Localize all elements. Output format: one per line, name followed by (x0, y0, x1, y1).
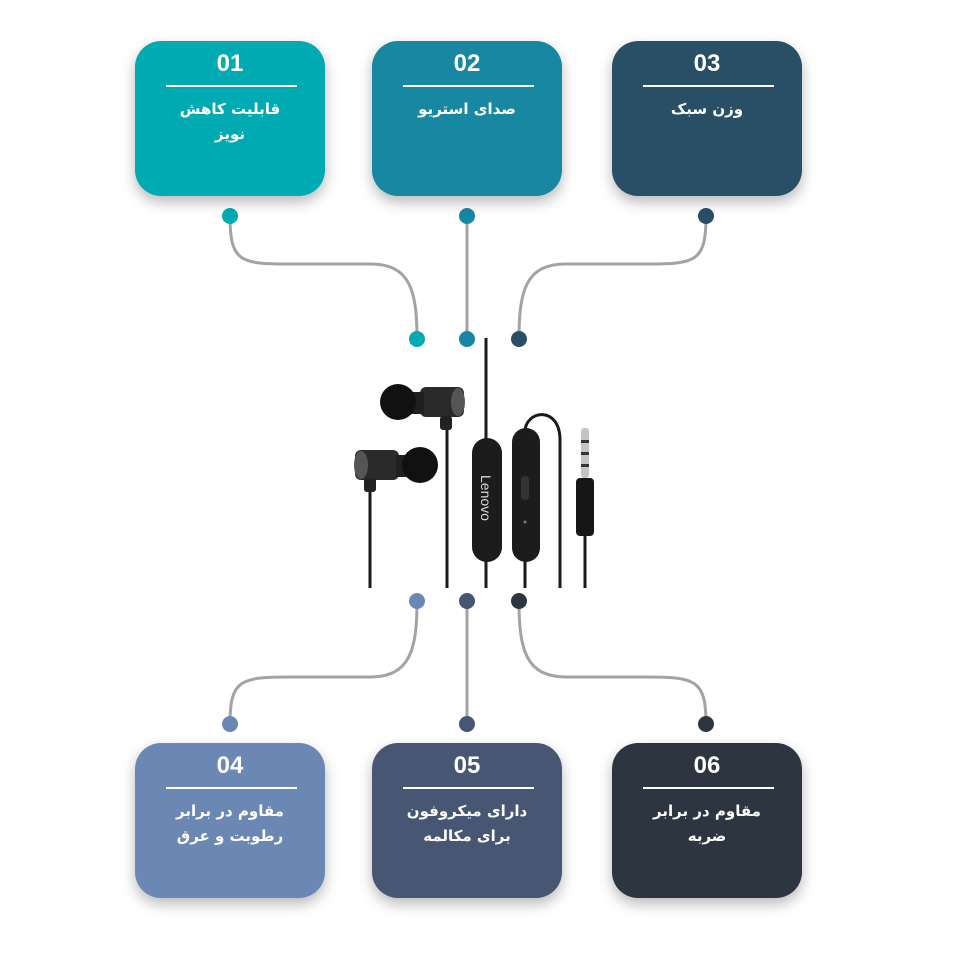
connector-line-06 (517, 600, 708, 725)
earbud-lower (354, 447, 438, 492)
divider (403, 85, 534, 87)
connector-dot-06-bottom (698, 716, 714, 732)
card-label-line-2: ضربه (687, 827, 727, 845)
earbud-upper (380, 384, 465, 430)
card-label-line-1: مقاوم در برابر (653, 802, 761, 820)
card-number: 04 (216, 752, 244, 779)
remote-control (472, 438, 502, 562)
card-label-line-1: مقاوم در برابر (176, 802, 284, 820)
connector-dot-02-top (459, 208, 475, 224)
card-number: 06 (693, 752, 721, 779)
connector-line-01 (228, 215, 419, 340)
card-label: قابلیت کاهش نویز (145, 97, 315, 147)
card-number: 03 (693, 50, 721, 77)
connector-line-03 (517, 215, 708, 340)
connector-dot-06-top (511, 593, 527, 609)
feature-card-01: 01 قابلیت کاهش نویز (135, 41, 325, 196)
card-label-line-1: صدای استریو (418, 100, 516, 118)
divider (643, 85, 774, 87)
connector-dot-01-top (222, 208, 238, 224)
card-label: دارای میکروفون برای مکالمه (382, 799, 552, 849)
card-number: 02 (453, 50, 481, 77)
card-label: وزن سبک (622, 97, 792, 122)
divider (643, 787, 774, 789)
feature-card-02: 02 صدای استریو (372, 41, 562, 196)
feature-card-06: 06 مقاوم در برابر ضربه (612, 743, 802, 898)
card-label-line-2: نویز (215, 125, 245, 143)
connector-dot-03-bottom (511, 331, 527, 347)
divider (403, 787, 534, 789)
feature-card-04: 04 مقاوم در برابر رطوبت و عرق (135, 743, 325, 898)
divider (166, 85, 297, 87)
connector-dot-02-bottom (459, 331, 475, 347)
card-label-line-2: برای مکالمه (423, 827, 511, 845)
connector-dot-05-bottom (459, 716, 475, 732)
connector-dot-01-bottom (409, 331, 425, 347)
connector-dot-05-top (459, 593, 475, 609)
divider (166, 787, 297, 789)
card-label: مقاوم در برابر ضربه (622, 799, 792, 849)
feature-card-05: 05 دارای میکروفون برای مکالمه (372, 743, 562, 898)
connector-line-04 (228, 600, 419, 725)
connector-dot-03-top (698, 208, 714, 224)
card-label-line-1: قابلیت کاهش (179, 100, 281, 118)
earphones-image: Lenovo (354, 338, 594, 588)
card-label: صدای استریو (382, 97, 552, 122)
card-label: مقاوم در برابر رطوبت و عرق (145, 799, 315, 849)
card-label-line-2: رطوبت و عرق (176, 827, 284, 845)
brand-label: Lenovo (478, 475, 494, 521)
feature-card-03: 03 وزن سبک (612, 41, 802, 196)
card-number: 01 (216, 50, 244, 77)
audio-jack-plug (576, 428, 594, 536)
connector-dot-04-top (409, 593, 425, 609)
connector-dot-04-bottom (222, 716, 238, 732)
card-label-line-1: دارای میکروفون (406, 802, 528, 820)
card-number: 05 (453, 752, 481, 779)
card-label-line-1: وزن سبک (670, 100, 744, 118)
